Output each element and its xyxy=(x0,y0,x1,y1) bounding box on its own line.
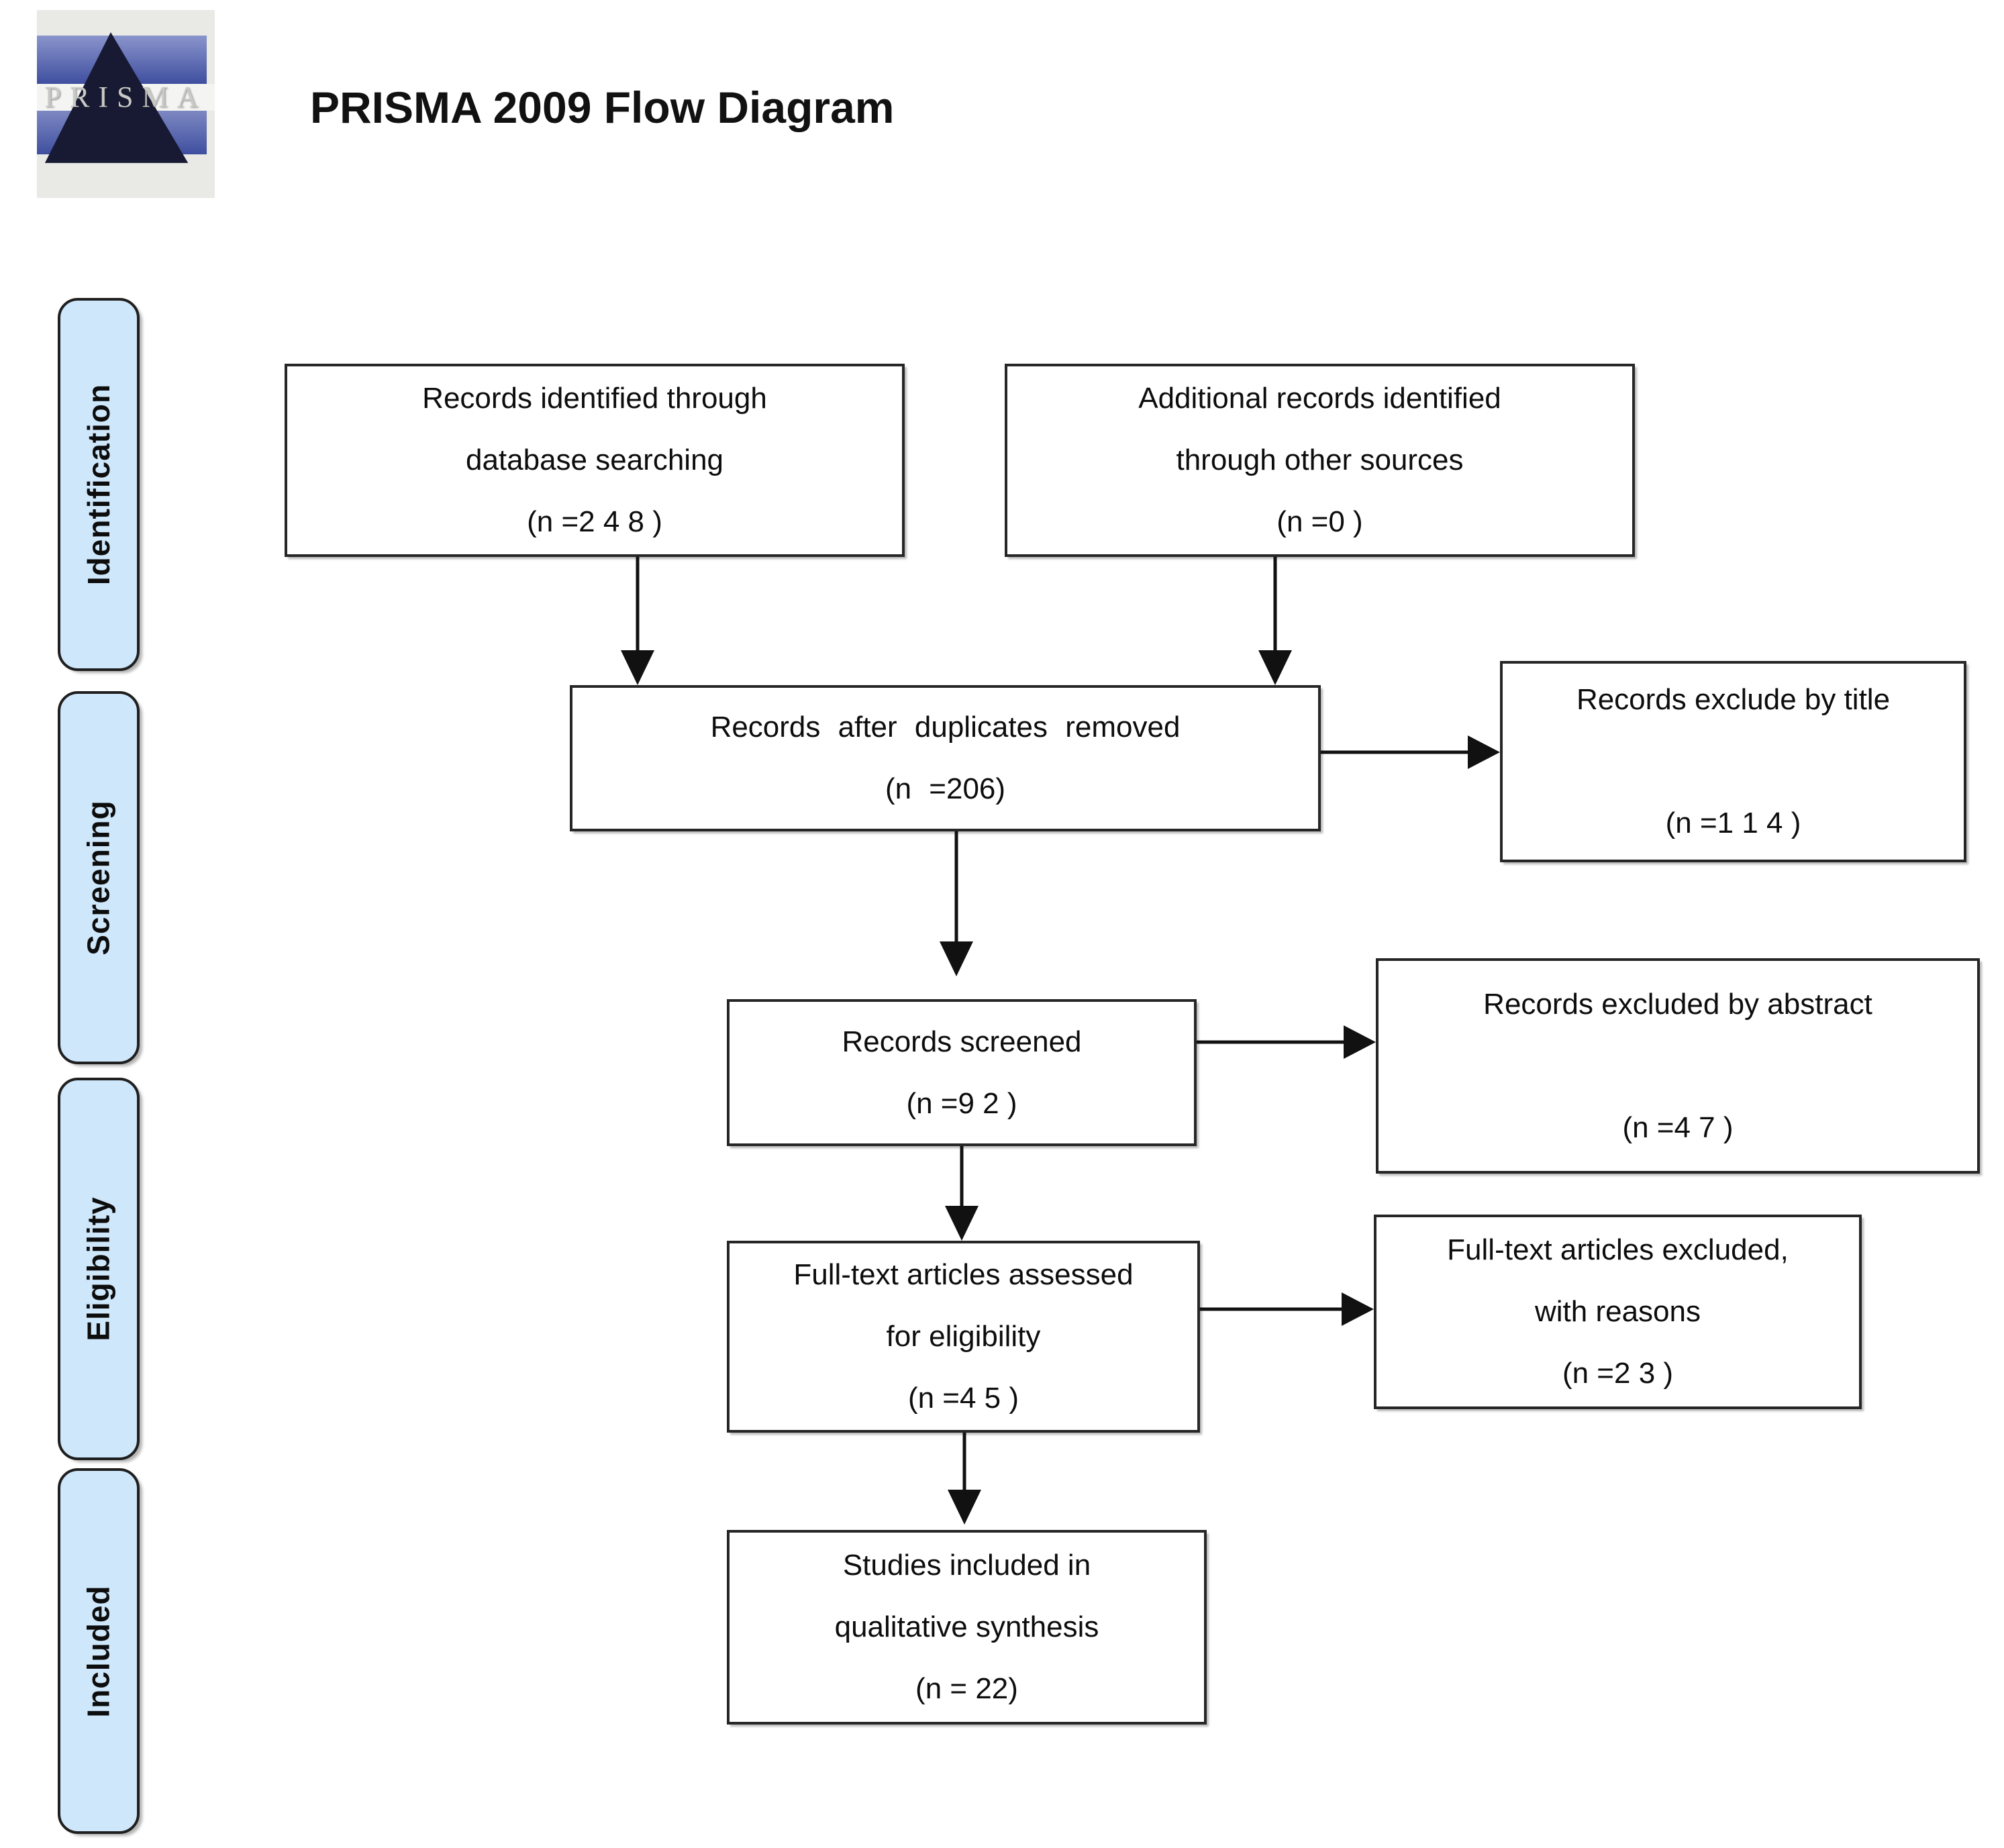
node-fulltext-excluded: Full-text articles excluded, with reason… xyxy=(1374,1215,1862,1409)
node-records-screened: Records screened (n =9 2 ) xyxy=(727,999,1197,1146)
stage-eligibility: Eligibility xyxy=(58,1078,140,1460)
arrowhead-right-icon xyxy=(1342,1292,1374,1326)
arrow-duplicates-to-excluded-title xyxy=(1321,735,1500,769)
stage-screening-label: Screening xyxy=(81,800,117,956)
arrowhead-down-icon xyxy=(945,1206,979,1241)
page-title: PRISMA 2009 Flow Diagram xyxy=(310,83,895,132)
node-fulltext-assessed: Full-text articles assessed for eligibil… xyxy=(727,1241,1200,1433)
arrow-line xyxy=(960,1146,964,1210)
stage-screening: Screening xyxy=(58,691,140,1064)
arrowhead-down-icon xyxy=(940,941,973,976)
arrowhead-down-icon xyxy=(621,650,654,685)
arrow-screened-to-excluded-abstract xyxy=(1197,1025,1376,1059)
stage-eligibility-label: Eligibility xyxy=(81,1196,116,1341)
node-records-identified: Records identified through database sear… xyxy=(285,364,905,557)
arrow-duplicates-to-screened xyxy=(940,831,973,976)
stage-included-label: Included xyxy=(81,1584,116,1718)
node-studies-included: Studies included in qualitative synthesi… xyxy=(727,1530,1207,1725)
stage-identification-label: Identification xyxy=(81,383,117,586)
arrow-line xyxy=(1197,1040,1349,1044)
arrow-fulltext-to-fulltext-excluded xyxy=(1200,1292,1374,1326)
arrow-screened-to-fulltext xyxy=(945,1146,979,1241)
arrowhead-down-icon xyxy=(1258,650,1292,685)
arrow-line xyxy=(1321,750,1473,754)
arrowhead-down-icon xyxy=(948,1490,981,1525)
arrowhead-right-icon xyxy=(1468,735,1500,769)
node-after-duplicates: Records after duplicates removed (n =206… xyxy=(570,685,1321,831)
logo-wordmark: PRISMA xyxy=(44,81,207,113)
node-additional-records: Additional records identified through ot… xyxy=(1005,364,1635,557)
arrow-line xyxy=(954,831,958,945)
prisma-logo: PRISMA xyxy=(37,10,215,198)
arrow-line xyxy=(1200,1307,1347,1311)
arrow-line xyxy=(636,557,640,654)
stage-identification: Identification xyxy=(58,298,140,671)
stage-included: Included xyxy=(58,1468,140,1834)
arrow-line xyxy=(1273,557,1277,654)
arrowhead-right-icon xyxy=(1344,1025,1376,1059)
arrow-fulltext-to-included xyxy=(948,1433,981,1525)
node-excluded-by-abstract: Records excluded by abstract (n =4 7 ) xyxy=(1376,958,1980,1174)
node-excluded-by-title: Records exclude by title (n =1 1 4 ) xyxy=(1500,661,1966,862)
arrow-additional-to-duplicates xyxy=(1258,557,1292,685)
arrow-line xyxy=(962,1433,966,1494)
arrow-identified-to-duplicates xyxy=(621,557,654,685)
